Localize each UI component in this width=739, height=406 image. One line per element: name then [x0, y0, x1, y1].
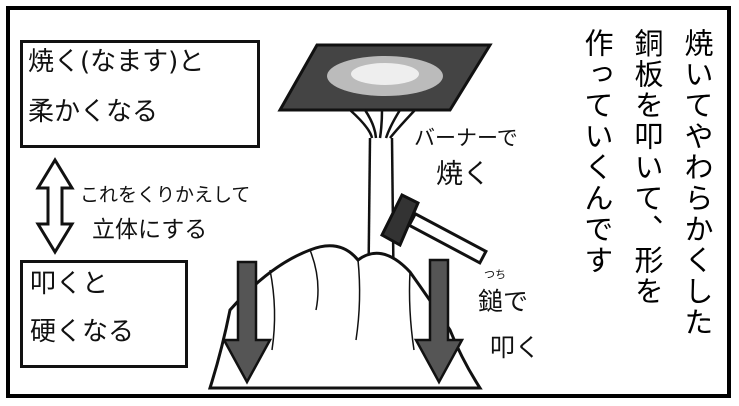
burner-label-line1: バーナーで: [414, 126, 518, 150]
cycle-label-line2: 立体にする: [92, 217, 208, 243]
narration-column-1: 焼いてやわらかくした: [680, 28, 714, 338]
harden-note-line1: 叩くと: [30, 269, 109, 299]
copper-plate-illustration: [277, 43, 493, 112]
burner-label-line2: 焼く: [436, 159, 490, 190]
soften-note-line2: 柔かくなる: [28, 97, 159, 127]
harden-note-line2: 硬くなる: [30, 317, 135, 347]
soften-note-line1: 焼く(なます)と: [28, 47, 205, 77]
down-arrow-left-icon: [221, 260, 273, 385]
soften-note-box: [20, 40, 260, 148]
cycle-label-line1: これをくりかえして: [80, 184, 251, 206]
hammer-label-line2: 叩く: [490, 333, 541, 362]
down-arrow-right-icon: [413, 258, 465, 385]
hammer-label-furigana: つち: [484, 268, 506, 281]
hammer-illustration: [380, 192, 488, 265]
narration-column-2: 銅板を叩いて、形を: [630, 28, 664, 307]
narration-column-3: 作っていくんです: [580, 28, 614, 276]
double-arrow-icon: [35, 157, 75, 255]
illustration: [35, 43, 493, 390]
comic-panel: 焼く(なます)と 柔かくなる これをくりかえして 立体にする 叩くと 硬くなる …: [6, 6, 731, 398]
copper-sheet-illustration: [207, 244, 483, 390]
harden-note-box: [20, 260, 188, 368]
hammer-label-line1: 鎚で: [478, 287, 529, 316]
